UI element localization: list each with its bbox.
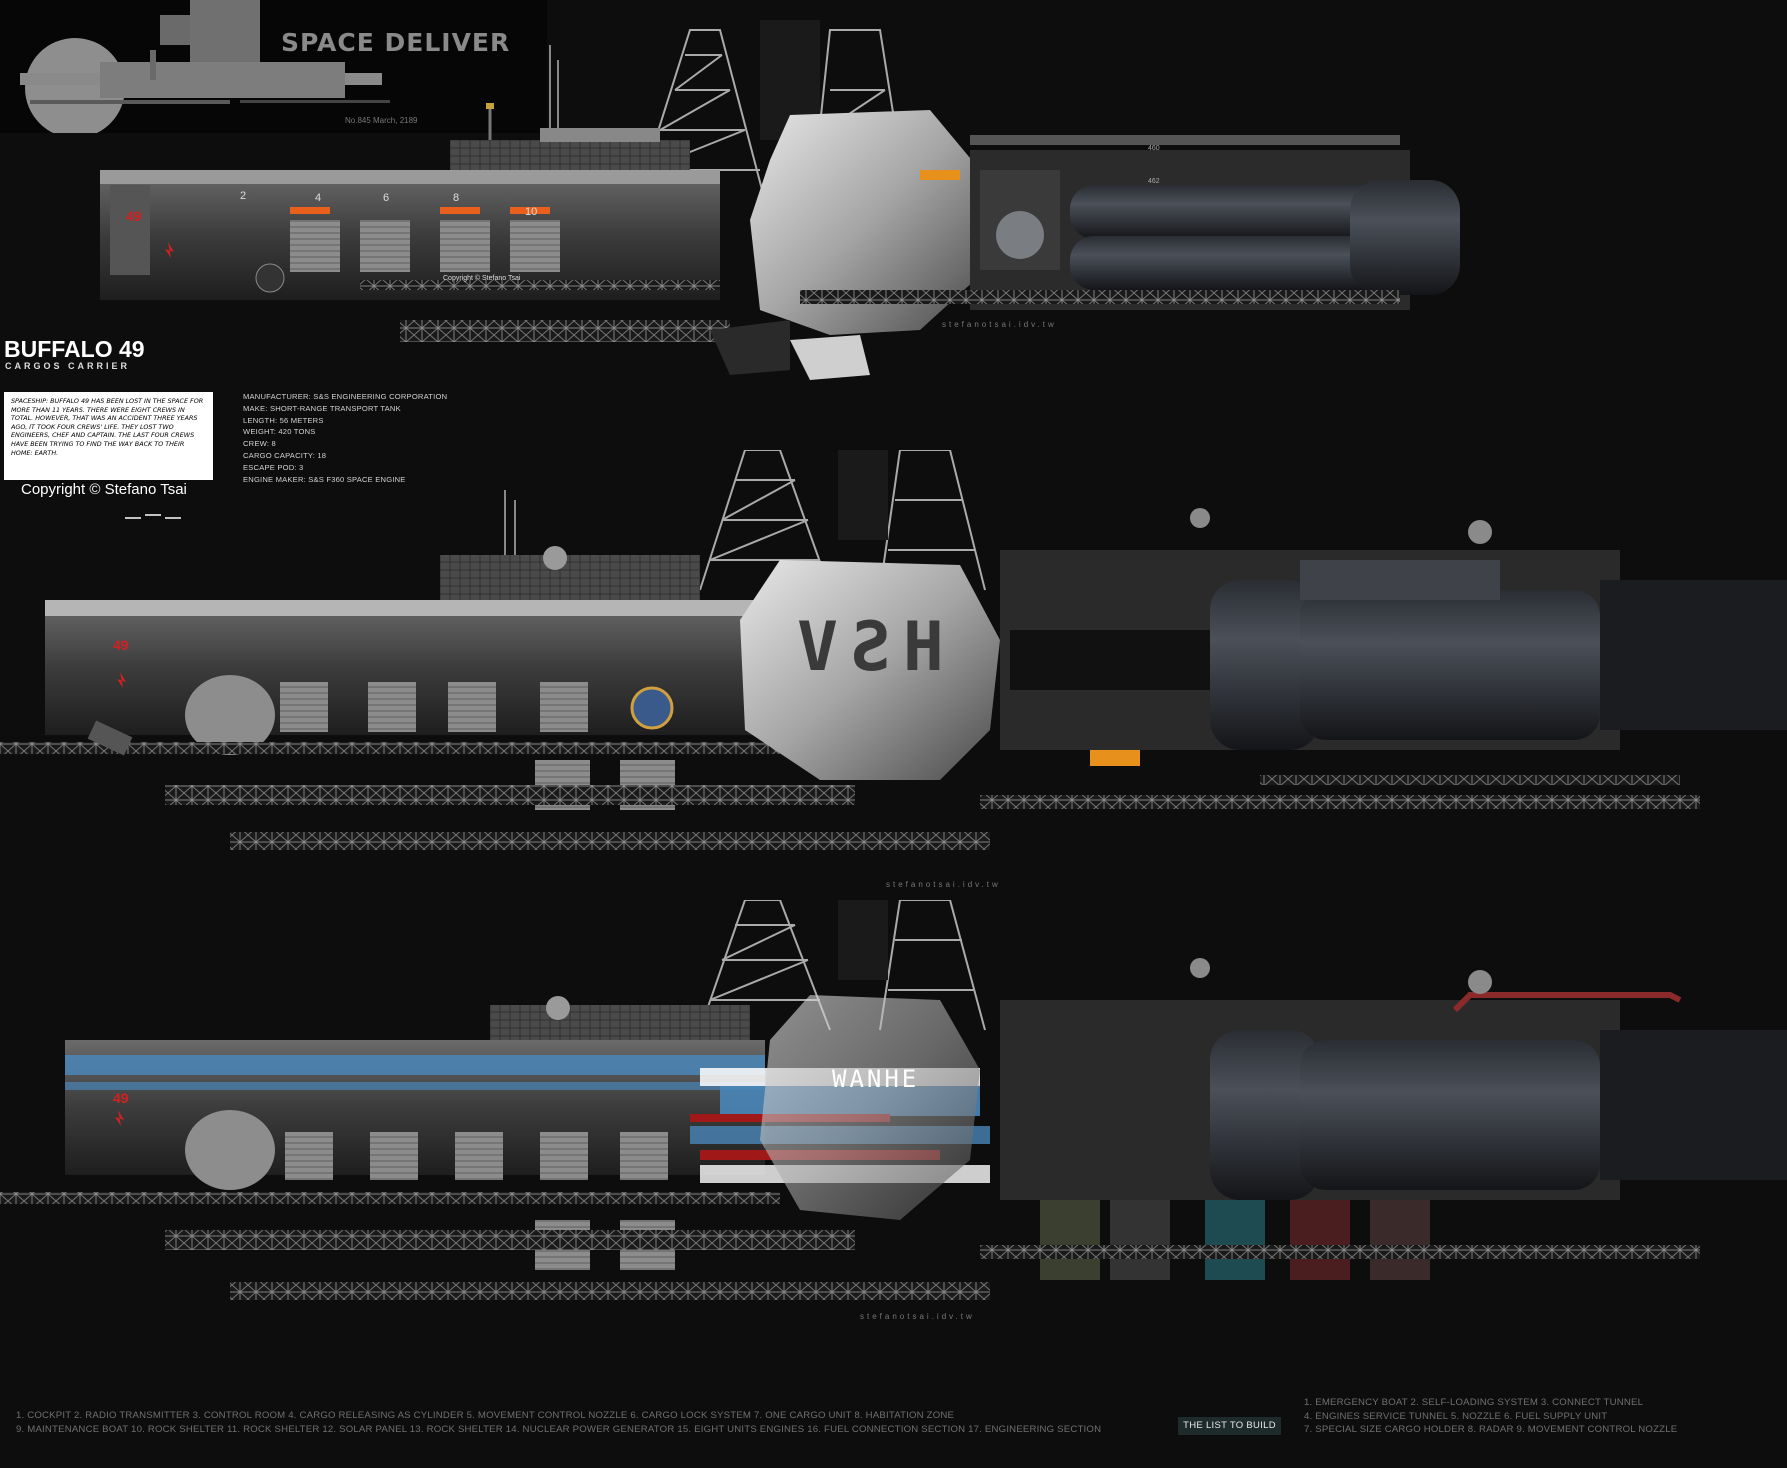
side-label-460: 460 — [1148, 145, 1160, 152]
spec-crew: CREW: 8 — [243, 439, 276, 449]
legend-right-line-3: 7. SPECIAL SIZE CARGO HOLDER 8. RADAR 9.… — [1304, 1424, 1678, 1436]
watermark-middle: stefanotsai.idv.tw — [886, 880, 1001, 889]
ship-middle-illustration — [0, 449, 1787, 850]
spec-manufacturer: MANUFACTURER: S&S ENGINEERING CORPORATIO… — [243, 392, 448, 401]
copyright-text: Copyright © Stefano Tsai — [21, 481, 187, 498]
rock-text-hsv: HSV — [785, 608, 944, 687]
section-label-2: 2 — [240, 190, 247, 202]
rock-text-wanhe: WANHE — [832, 1065, 920, 1093]
ship-view-top: Copyright © Stefano Tsai stefanotsai.idv… — [70, 20, 1670, 430]
section-label-8: 8 — [453, 192, 460, 204]
section-label-4: 4 — [315, 192, 322, 204]
story-box: Spaceship: Buffalo 49 has been lost in t… — [4, 392, 213, 480]
section-label-10: 10 — [525, 206, 538, 218]
header-logo-block: SPACE DELIVER No.845 March, 2189 — [0, 0, 547, 133]
mini-copyright-top: Copyright © Stefano Tsai — [443, 275, 521, 282]
legend-list-left: 1. COCKPIT 2. RADIO TRANSMITTER 3. CONTR… — [16, 1409, 1176, 1436]
logo-ship-silhouette — [20, 0, 390, 133]
legend-right-line-2: 4. ENGINES SERVICE TUNNEL 5. NOZZLE 6. F… — [1304, 1410, 1608, 1422]
issue-date: No.845 March, 2189 — [345, 116, 418, 125]
ship-top-illustration — [100, 20, 1460, 380]
spec-make: MAKE: SHORT-RANGE TRANSPORT TANK — [243, 403, 401, 413]
hull-number-top: 49 — [126, 208, 142, 224]
legend-left-line-1: 1. COCKPIT 2. RADIO TRANSMITTER 3. CONTR… — [16, 1410, 955, 1421]
watermark-bottom: stefanotsai.idv.tw — [860, 1312, 975, 1321]
ship-bottom-illustration — [0, 899, 1787, 1300]
watermark-top: stefanotsai.idv.tw — [942, 320, 1057, 329]
section-label-6: 6 — [383, 192, 390, 204]
hull-number-middle: 49 — [113, 637, 129, 653]
side-label-462: 462 — [1148, 178, 1160, 185]
spec-weight: WEIGHT: 420 TONS — [243, 427, 316, 437]
spec-list: MANUFACTURER: S&S ENGINEERING CORPORATIO… — [243, 391, 447, 485]
ship-class: CARGOS CARRIER — [5, 361, 131, 371]
ship-name: BUFFALO 49 — [4, 336, 145, 362]
ship-view-bottom: WANHE 49 stefanotsai.idv.tw — [0, 899, 1787, 1340]
spec-length: LENGTH: 56 METERS — [243, 415, 324, 425]
list-to-build-button[interactable]: THE LIST TO BUILD — [1178, 1417, 1281, 1435]
ship-view-middle: HSV 49 stefanotsai.idv.tw — [0, 449, 1787, 889]
legend-list-right: 1. EMERGENCY BOAT 2. SELF-LOADING SYSTEM… — [1304, 1396, 1744, 1437]
legend-right-line-1: 1. EMERGENCY BOAT 2. SELF-LOADING SYSTEM… — [1304, 1397, 1644, 1408]
spec-engine-maker: ENGINE MAKER: S&S F360 SPACE ENGINE — [243, 474, 406, 484]
signature-mark — [125, 514, 181, 519]
logo-title: SPACE DELIVER — [281, 28, 511, 57]
spec-escape-pod: ESCAPE POD: 3 — [243, 462, 304, 472]
spec-cargo-capacity: CARGO CAPACITY: 18 — [243, 450, 327, 460]
legend-left-line-2: 9. MAINTENANCE BOAT 10. ROCK SHELTER 11.… — [16, 1423, 1102, 1435]
hull-number-bottom: 49 — [113, 1090, 129, 1106]
